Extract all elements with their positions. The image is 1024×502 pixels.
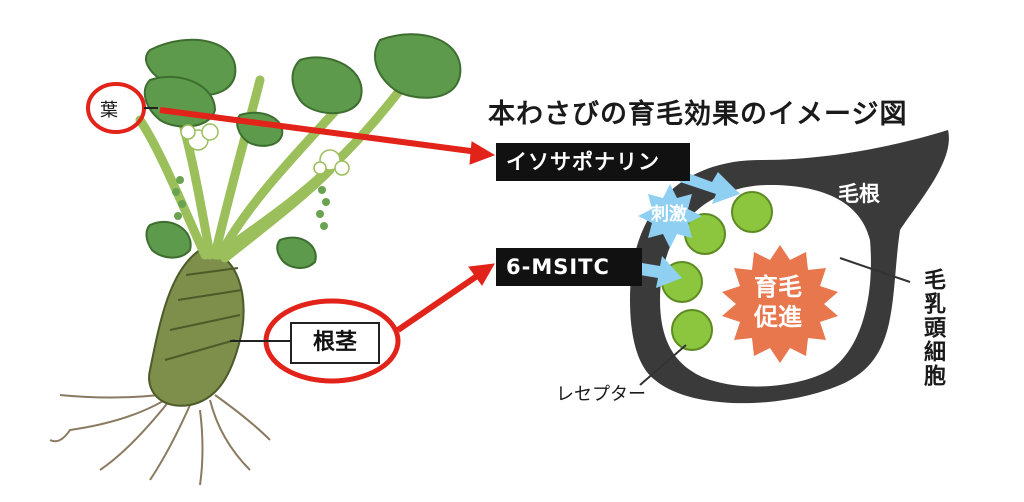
receptors [661,191,773,351]
receptor-leader-line [639,344,687,386]
growth-promotion-line2: 促進 [754,303,802,331]
growth-promotion-label: 育毛 促進 [728,272,828,332]
diagram-title: 本わさびの育毛効果のイメージ図 [488,99,908,130]
red-arrows [159,107,496,333]
growth-promotion-line1: 育毛 [754,273,802,301]
growth-promotion-burst [722,245,838,363]
hair-root-label: 毛根 [838,182,880,206]
receptor-label: レセプター [556,384,646,405]
dermal-papilla-label: 毛乳頭細胞 [920,268,945,388]
isosaponarin-label: イソサポナリン [496,143,690,181]
rhizome-callout [230,298,401,384]
msitc-label: 6-MSITC [496,248,642,286]
stimulus-arrows [634,170,740,288]
leaf-label: 葉 [100,100,118,121]
rhizome-label: 根茎 [290,322,380,364]
leaf-callout [86,82,158,134]
wasabi-plant-illustration [49,33,462,486]
stimulus-label: 刺激 [651,204,687,225]
stimulus-burst [638,184,702,248]
